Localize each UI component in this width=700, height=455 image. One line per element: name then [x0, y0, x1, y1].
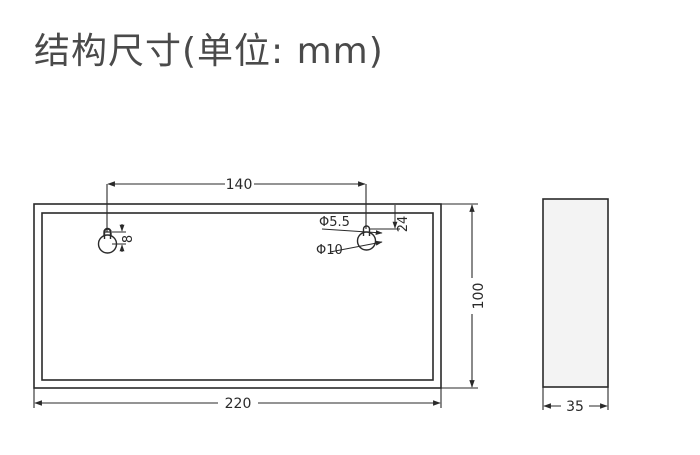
leader-small-diameter — [321, 228, 383, 236]
dim-label-hole-spacing: 140 — [226, 177, 253, 193]
dim-depth — [542, 387, 609, 410]
dim-label-width: 220 — [225, 396, 252, 412]
side-view — [542, 198, 609, 388]
dim-height — [441, 203, 478, 389]
front-inner-frame — [41, 212, 434, 381]
dim-slot-length — [112, 224, 126, 252]
dim-label-slot-length: 8 — [121, 235, 136, 243]
page-title: 结构尺寸(单位: mm) — [34, 31, 384, 72]
leader-large-diameter — [329, 240, 383, 253]
dim-label-top-offset: 24 — [396, 216, 411, 233]
dim-label-large-diameter: Φ10 — [316, 243, 343, 258]
front-outer-frame — [33, 203, 442, 389]
dim-hole-spacing — [106, 181, 367, 232]
dim-label-height: 100 — [471, 283, 487, 310]
dim-label-depth: 35 — [566, 399, 584, 415]
front-view — [33, 203, 442, 389]
keyhole-left — [97, 227, 118, 254]
dim-width — [33, 388, 442, 408]
dim-top-offset — [370, 205, 400, 230]
dim-label-small-diameter: Φ5.5 — [319, 215, 350, 230]
